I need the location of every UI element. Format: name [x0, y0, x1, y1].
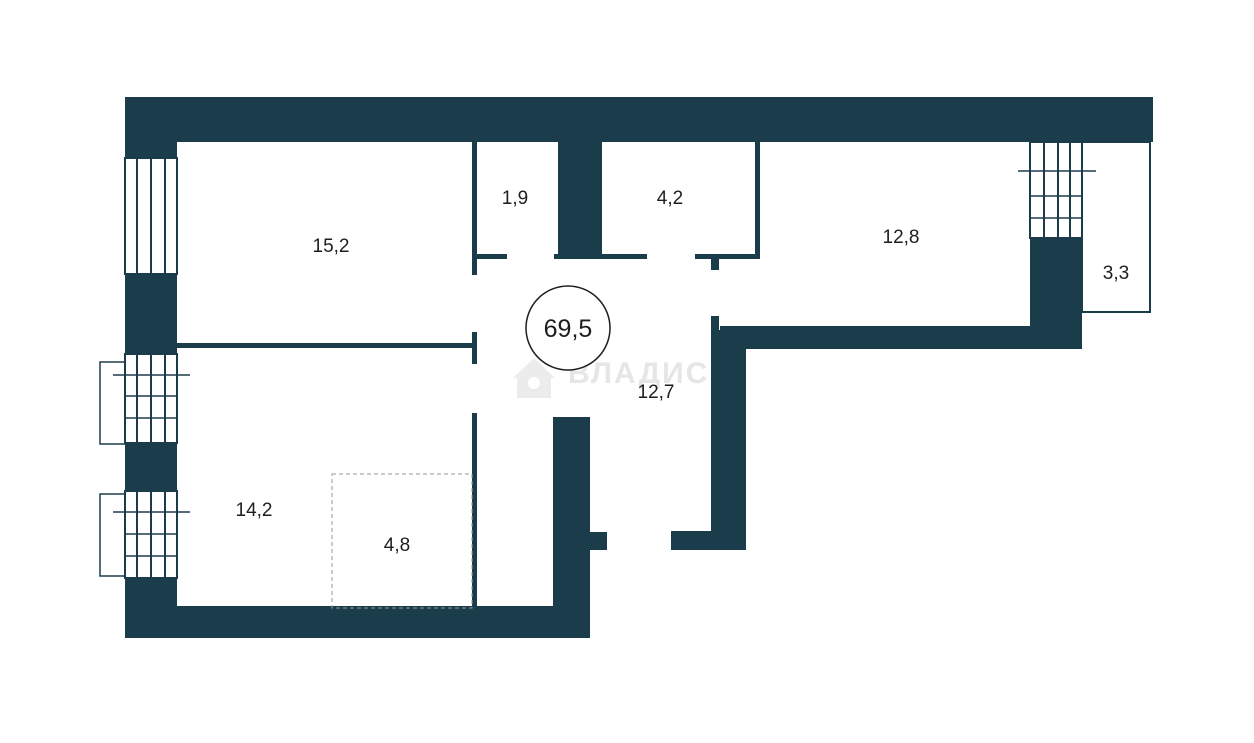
- total-area-badge: 69,5: [525, 285, 611, 371]
- balcony-right: [1081, 141, 1151, 313]
- left-wall-mid-2: [125, 443, 177, 491]
- bottom-wall: [125, 606, 590, 638]
- hall-bottom-stub: [671, 531, 746, 550]
- room-right-column: [1030, 238, 1082, 349]
- walls: [125, 97, 1153, 638]
- watermark: ВЛАДИС: [513, 357, 707, 398]
- left-wall-mid-1: [125, 274, 177, 354]
- room-area-label: 3,3: [1103, 263, 1129, 284]
- total-area-label: 69,5: [544, 315, 593, 343]
- left-wall-top: [125, 97, 177, 158]
- closet-right-bottom: [602, 254, 647, 259]
- closet-left-bottom: [472, 254, 507, 259]
- room-right-bottom-wall: [720, 326, 1082, 349]
- room-area-label: 4,2: [657, 188, 683, 209]
- center-column: [558, 142, 602, 259]
- top-wall: [125, 97, 1153, 142]
- room-area-label: 14,2: [236, 500, 273, 521]
- partitions: [177, 142, 760, 608]
- window-right: [1018, 141, 1096, 239]
- door-stub-2: [711, 316, 719, 330]
- closet-right-bottom-2: [695, 254, 757, 259]
- window-left-mid: [99, 353, 190, 445]
- partition-vertical-2: [472, 413, 477, 608]
- closet-right-side: [755, 142, 760, 259]
- closet-left-bottom-2: [554, 254, 564, 259]
- partition-vertical-1: [472, 142, 477, 275]
- room-labels: 15,2 14,2 4,8 1,9 4,2 12,8 12,7 3,3: [236, 188, 1130, 556]
- room-area-label: 15,2: [313, 236, 350, 257]
- dashed-zone: [331, 473, 473, 609]
- partition-stub-1: [472, 332, 477, 364]
- window-left-bottom: [99, 490, 190, 579]
- bathroom-wall-nub: [588, 532, 607, 550]
- hall-right-wall: [711, 330, 746, 550]
- house-logo-icon: [513, 358, 555, 398]
- room-area-label: 12,7: [638, 382, 675, 403]
- partition-between-rooms: [177, 343, 475, 348]
- room-area-label: 12,8: [883, 227, 920, 248]
- room-area-label: 4,8: [384, 535, 410, 556]
- room-area-label: 1,9: [502, 188, 528, 209]
- bathroom-wall-right: [553, 417, 590, 638]
- door-stub-1: [711, 254, 719, 270]
- window-left-top: [124, 157, 178, 275]
